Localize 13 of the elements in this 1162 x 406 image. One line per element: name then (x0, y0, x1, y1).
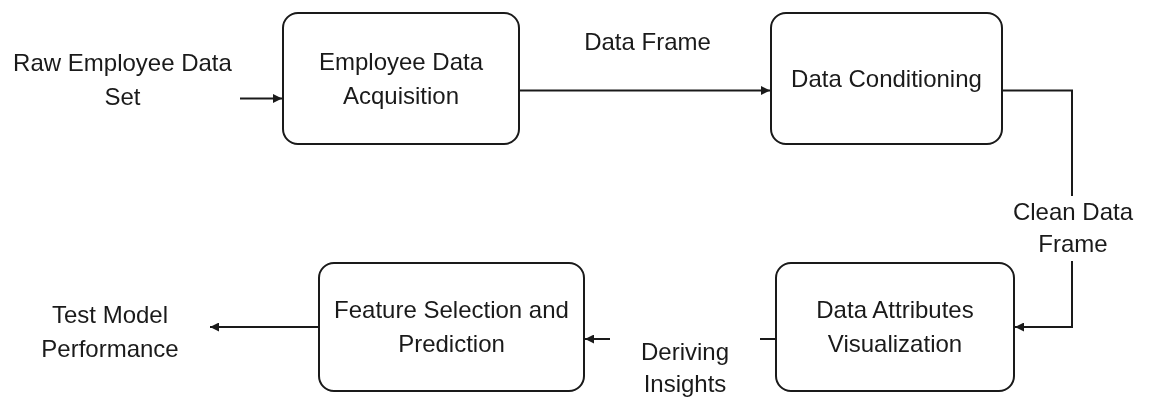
step-label: Data Conditioning (790, 63, 983, 94)
process-box (770, 12, 1003, 145)
process-box (775, 262, 1015, 392)
arrow (519, 86, 771, 95)
arrow (209, 322, 319, 332)
io-label: Test Model Performance (40, 300, 180, 364)
arrow (239, 94, 283, 103)
process-box (318, 262, 585, 392)
step-label: Employee Data Acquisition (317, 46, 485, 111)
process-box (282, 12, 520, 145)
step-label: Feature Selection and Prediction (333, 295, 570, 359)
step-label: Data Attributes Visualization (815, 295, 975, 359)
io-label: Raw Employee Data Set (12, 48, 233, 112)
